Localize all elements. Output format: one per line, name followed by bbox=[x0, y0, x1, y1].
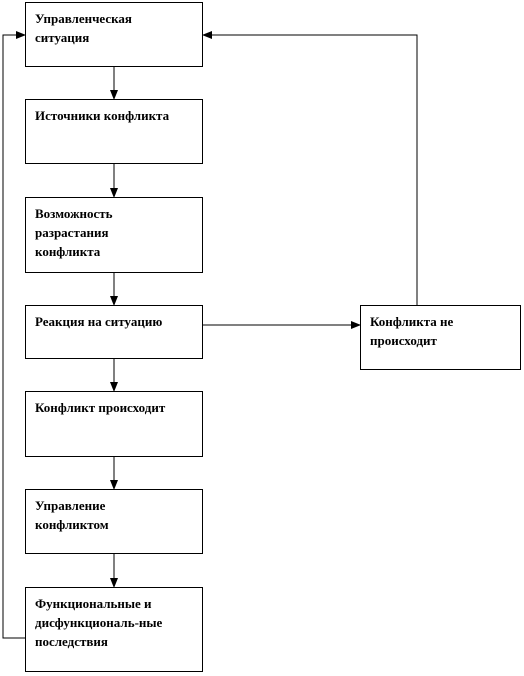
node-reaction: Реакция на ситуацию bbox=[25, 305, 203, 359]
node-management-situation: Управленческая ситуация bbox=[25, 2, 203, 67]
edge-n8-n1 bbox=[202, 31, 418, 305]
node-consequences: Функциональные и дисфункциональ-ные посл… bbox=[25, 587, 203, 672]
node-conflict-management: Управление конфликтом bbox=[25, 489, 203, 554]
node-conflict-escalation: Возможность разрастания конфликта bbox=[25, 197, 203, 273]
node-no-conflict: Конфликта не происходит bbox=[360, 305, 521, 370]
node-conflict-sources: Источники конфликта bbox=[25, 99, 203, 164]
node-conflict-occurs: Конфликт происходит bbox=[25, 391, 203, 457]
edge-n7-n1 bbox=[2, 31, 26, 639]
